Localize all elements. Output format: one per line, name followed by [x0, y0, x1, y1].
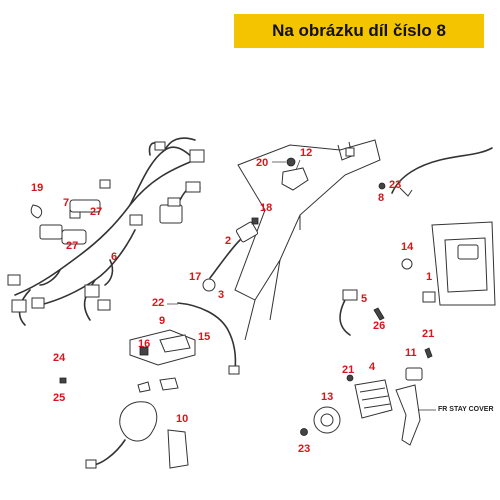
horn-13: [313, 406, 341, 434]
relay-11: [405, 367, 423, 381]
callout-15: 15: [198, 331, 211, 343]
callout-13: 13: [321, 391, 334, 403]
callout-1: 1: [426, 271, 433, 283]
callout-27-b: 27: [66, 240, 79, 252]
meter-assembly: [431, 221, 496, 306]
screw-24: [59, 377, 67, 384]
callout-27-a: 27: [90, 206, 103, 218]
callout-14: 14: [401, 241, 414, 253]
callout-18: 18: [260, 202, 273, 214]
callout-8: 8: [378, 192, 385, 204]
callout-25: 25: [53, 392, 66, 404]
callout-22: 22: [152, 297, 165, 309]
callout-6: 6: [111, 251, 118, 263]
callout-23-bottom: 23: [298, 443, 311, 455]
callout-9: 9: [159, 315, 166, 327]
callout-23-top: 23: [389, 179, 402, 191]
cable-15: [177, 302, 237, 371]
callout-10: 10: [176, 413, 189, 425]
sensor-cable-2: [209, 239, 241, 279]
regulator-4: [354, 379, 393, 419]
clip-19: [30, 204, 43, 219]
callout-16: 16: [138, 338, 151, 350]
sensor-17: [202, 278, 216, 292]
callout-11: 11: [405, 347, 417, 359]
callout-17: 17: [189, 271, 202, 283]
bolt-23-top: [378, 182, 386, 190]
callout-12: 12: [300, 147, 313, 159]
bracket-12: [281, 167, 309, 191]
ignition-switch-assembly: [85, 329, 196, 469]
frame-body: [234, 139, 381, 341]
part-banner: Na obrázku díl číslo 8: [234, 14, 484, 48]
callout-3: 3: [218, 289, 225, 301]
sensor-14: [401, 258, 413, 270]
nut-23-bottom: [300, 428, 308, 436]
callout-5: 5: [361, 293, 368, 305]
callout-26: 26: [373, 320, 386, 332]
nut-20: [286, 157, 296, 167]
callout-7: 7: [63, 197, 70, 209]
banner-title: Na obrázku díl číslo 8: [272, 21, 446, 40]
callout-21-left: 21: [342, 364, 355, 376]
callout-24: 24: [53, 352, 66, 364]
callout-4: 4: [369, 361, 376, 373]
bolt-26: [373, 307, 385, 321]
fuse-box-27b: [61, 229, 87, 245]
callout-19: 19: [31, 182, 44, 194]
fuse-box-27a: [69, 199, 101, 213]
callout-21-right: 21: [422, 328, 435, 340]
callout-2: 2: [225, 235, 232, 247]
fr-stay-cover-label: FR STAY COVER: [438, 406, 494, 413]
wiring-harness: [7, 137, 205, 326]
cable-5: [339, 299, 351, 336]
connector-1: [422, 291, 436, 303]
cable-8: [391, 147, 493, 194]
callout-20: 20: [256, 157, 269, 169]
stay-cover-bracket: [395, 384, 421, 446]
